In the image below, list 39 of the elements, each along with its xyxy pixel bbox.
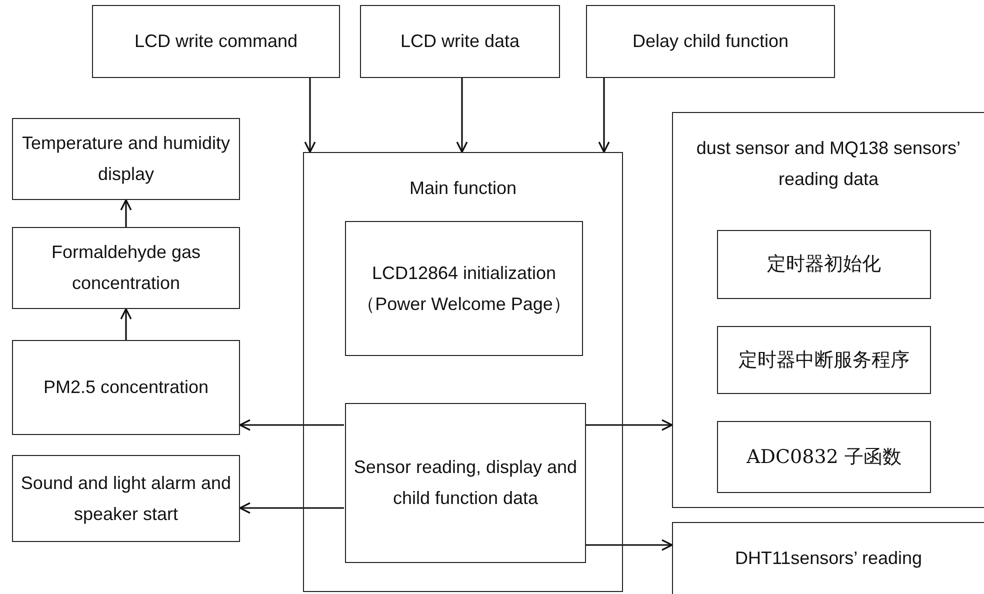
arrow [120,199,132,227]
process-box [717,326,931,394]
process-box [717,230,931,299]
container-box [672,112,984,508]
arrow [120,308,132,340]
box-heading: dust sensor and MQ138 sensors’ reading data [695,137,962,191]
arrow [585,419,673,431]
process-box [12,340,240,435]
arrow [304,78,316,153]
arrow [239,502,344,514]
process-box [12,118,240,200]
container-box [303,152,623,592]
box-label: PM2.5 concentration [42,376,210,399]
process-box [586,5,835,78]
box-label: 定时器初始化 [766,252,882,277]
box-label: 定时器中断服务程序 [738,348,910,372]
process-box [672,522,984,594]
box-label: Formaldehyde gas concentration [50,241,202,295]
box-label: DHT11sensors’ reading [734,547,924,570]
process-box [345,221,583,356]
arrow [456,78,468,153]
arrow [585,539,673,551]
box-label: Sensor reading, display and child function data [352,456,578,510]
box-label: Sound and light alarm and speaker start [20,472,232,526]
arrow [239,419,344,431]
box-label: LCD write command [133,30,299,53]
process-box [360,5,560,78]
process-box [92,5,340,78]
box-heading: Main function [408,177,518,200]
box-label: Temperature and humidity display [20,132,232,186]
arrow [598,78,610,153]
box-label: Delay child function [631,30,790,53]
process-box [12,455,240,542]
process-box [717,421,931,493]
box-label: LCD12864 initialization （Power Welcome Page） [356,262,572,316]
process-box [345,403,586,563]
box-label: LCD write data [399,30,521,53]
box-label: ADC0832 子函数 [745,444,902,470]
process-box [12,227,240,309]
